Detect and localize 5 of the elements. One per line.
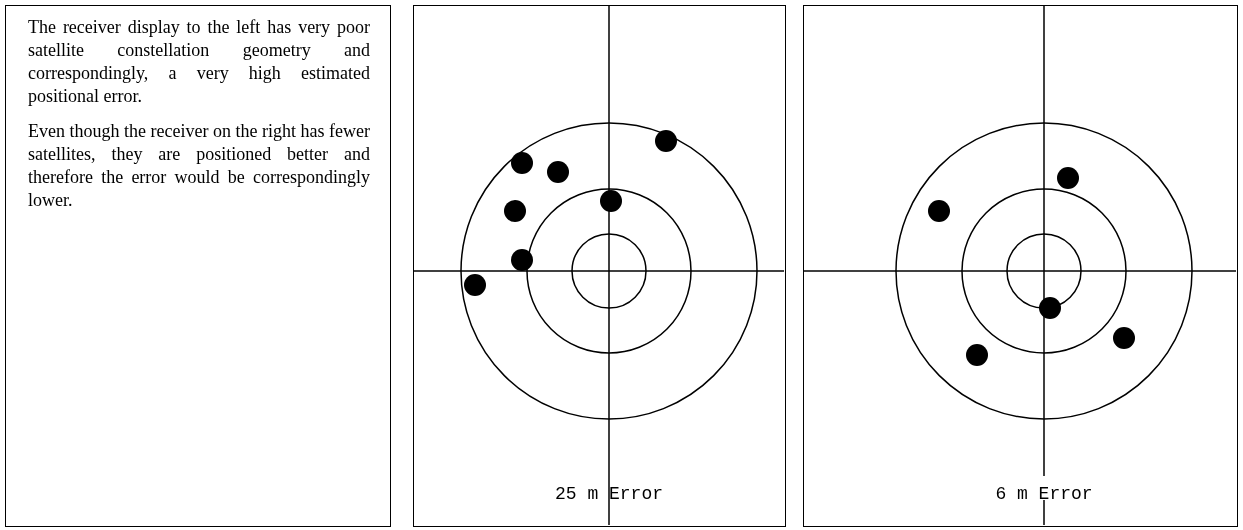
error-label: 6 m Error — [995, 484, 1093, 504]
error-label: 25 m Error — [555, 484, 663, 504]
paragraph: The receiver display to the left has very poor satellite constellation geometry and correspondingly, a very high estimated positional error. — [28, 16, 370, 108]
text-panel — [5, 5, 391, 527]
paragraph: Even though the receiver on the right has fewer satellites, they are positioned better and therefore the error would be correspondingly lower. — [28, 120, 370, 212]
